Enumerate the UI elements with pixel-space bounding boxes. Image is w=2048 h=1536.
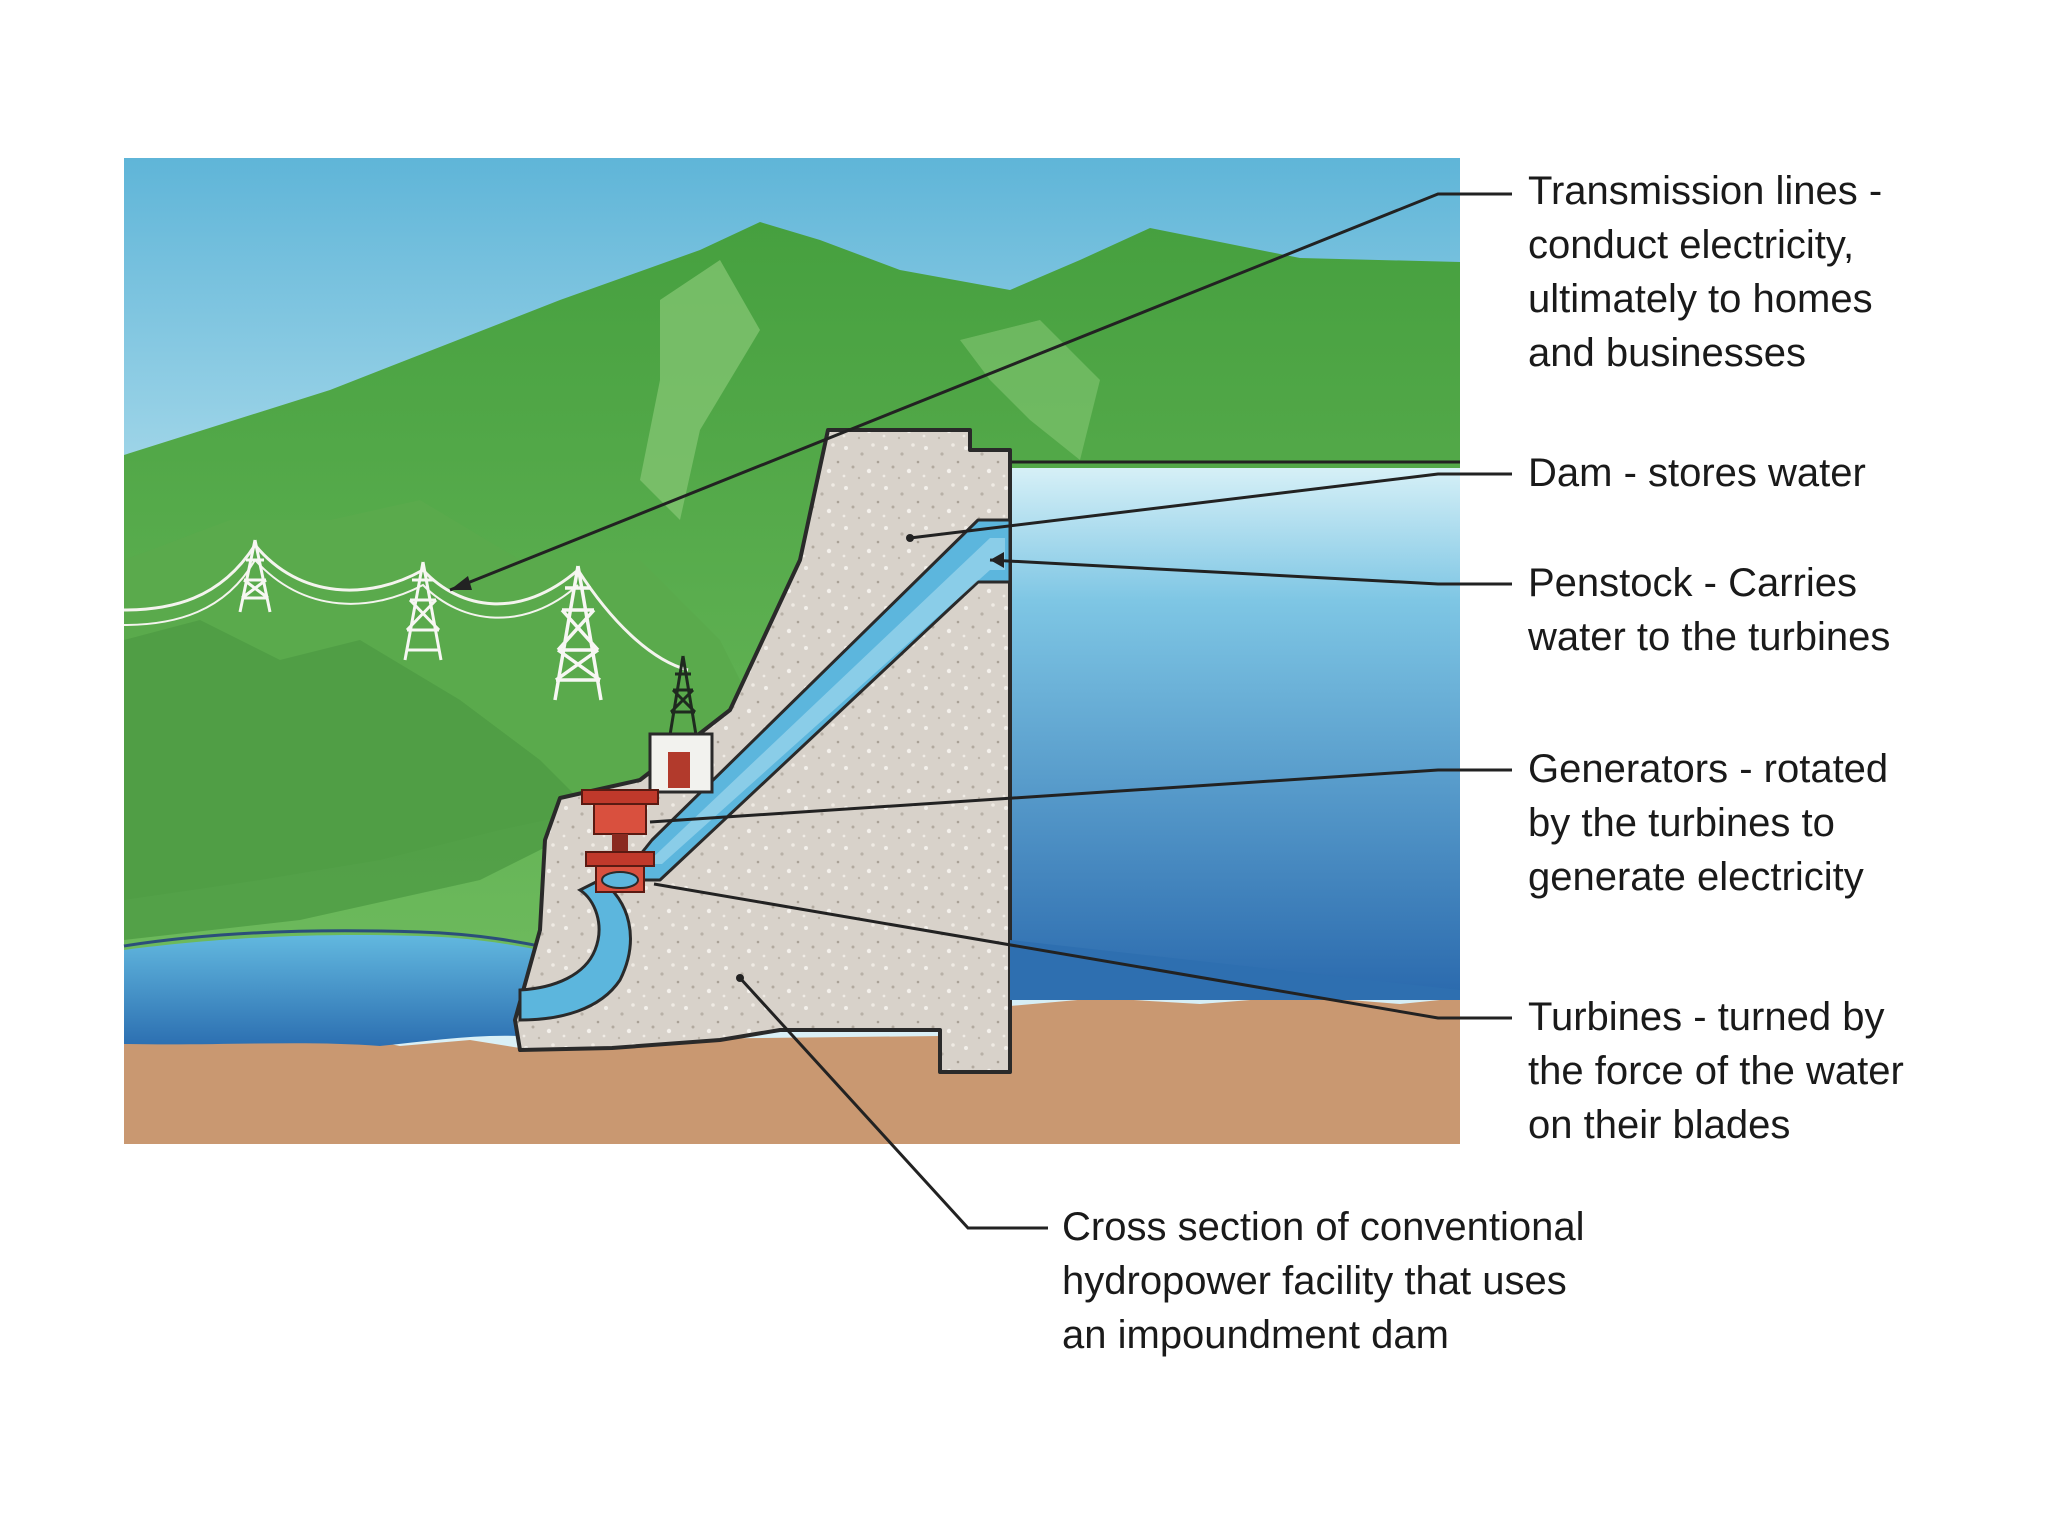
leader-line-generators xyxy=(649,768,1512,824)
pointer-dot-caption xyxy=(736,974,744,982)
penstock xyxy=(618,518,1012,882)
powerhouse-window xyxy=(668,752,690,788)
river-edge xyxy=(123,929,561,952)
arrowhead-penstock xyxy=(990,552,1004,568)
leader-line-dam xyxy=(909,472,1512,540)
transmission-tower-icon xyxy=(553,565,603,701)
arrowhead-transmission xyxy=(450,576,472,590)
leader-lines xyxy=(449,192,1512,1230)
penstock-highlight xyxy=(646,538,1005,864)
label-transmission-lines: Transmission lines - conduct electricity… xyxy=(1528,169,1883,375)
leader-line-turbines xyxy=(653,882,1512,1020)
mountain-ridge-light xyxy=(960,320,1100,460)
label-generators: Generators - rotated by the turbines to … xyxy=(1528,747,1889,899)
label-turbines: Turbines - turned by the force of the wa… xyxy=(1528,995,1904,1147)
ground xyxy=(124,996,1460,1144)
leader-line-caption xyxy=(738,976,1048,1230)
turbine-icon xyxy=(585,851,655,893)
reservoir-water xyxy=(1010,468,1460,1000)
reservoir-lower-channel xyxy=(1010,940,1460,1000)
river-water xyxy=(124,934,560,1046)
pointer-dot-dam xyxy=(906,534,914,542)
transmission-tower-icon xyxy=(403,561,443,661)
mountain-front-shade xyxy=(124,620,600,940)
mountain-ridge-light xyxy=(640,260,760,520)
label-penstock: Penstock - Carries water to the turbines xyxy=(1528,561,1891,659)
transmission-wire xyxy=(123,558,579,626)
leader-line-penstock xyxy=(989,558,1512,586)
tailrace xyxy=(518,878,632,1022)
leader-line-transmission xyxy=(449,192,1512,592)
transmission-tower-icon xyxy=(668,655,698,736)
transmission-tower-icon xyxy=(238,539,272,613)
label-dam: Dam - stores water xyxy=(1528,451,1866,495)
generator-icon xyxy=(581,789,659,852)
caption: Cross section of conventional hydropower… xyxy=(1062,1205,1585,1357)
